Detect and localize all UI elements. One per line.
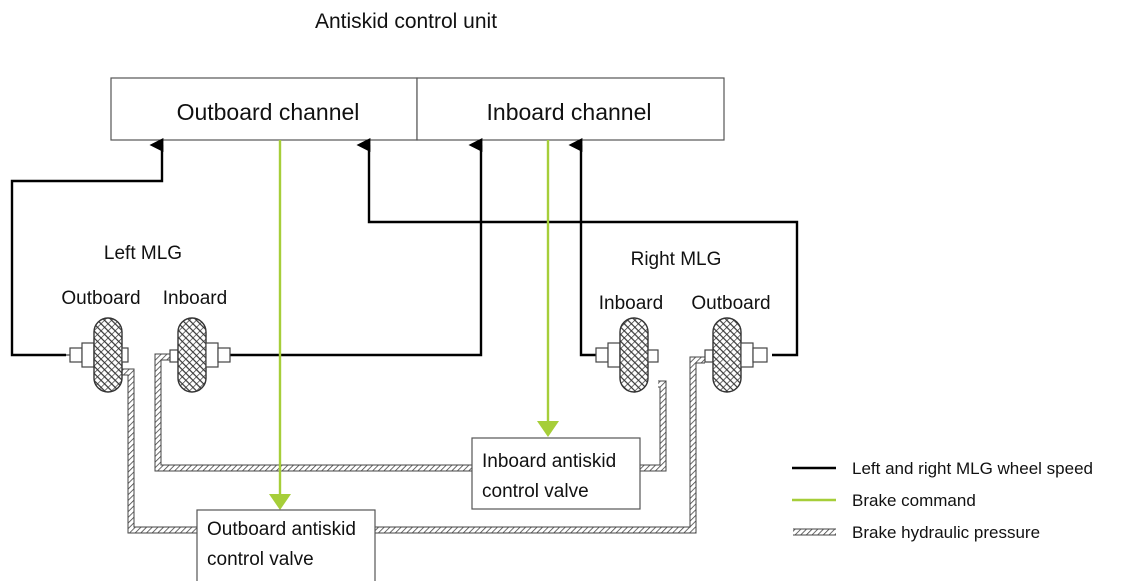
outboard-valve-label-line1: Outboard antiskid [207, 519, 356, 540]
wheel-speed-line-right-outboard [356, 138, 799, 357]
left-mlg-outboard-label: Outboard [61, 288, 140, 309]
left-mlg-inboard-label: Inboard [163, 288, 227, 309]
wheel-speed-line-right-inboard [568, 138, 596, 357]
wheel-right-outboard [704, 317, 768, 393]
wheel-speed-lines [10, 138, 799, 357]
brake-command-arrow-outboard [269, 494, 291, 510]
legend: Left and right MLG wheel speed Brake com… [792, 459, 1093, 542]
hydraulic-line-right-inboard [640, 380, 667, 472]
wheel-speed-line-left-inboard [230, 138, 483, 357]
right-mlg-outboard-label: Outboard [691, 293, 770, 314]
left-mlg-label: Left MLG [104, 243, 182, 264]
diagram-title: Antiskid control unit [315, 10, 497, 33]
outboard-channel-label: Outboard channel [177, 99, 360, 125]
inboard-valve-label-line2: control valve [482, 481, 589, 502]
outboard-valve-label-line2: control valve [207, 549, 314, 570]
wheel-left-outboard [66, 317, 129, 393]
wheel-speed-line-left-outboard [10, 138, 164, 357]
inboard-valve-label-line1: Inboard antiskid [482, 451, 616, 472]
wheel-left-inboard [169, 317, 231, 393]
legend-label-hydraulic: Brake hydraulic pressure [852, 523, 1040, 542]
inboard-channel-label: Inboard channel [487, 99, 652, 125]
inboard-channel-box [416, 77, 725, 141]
outboard-valve-box [196, 509, 376, 581]
hydraulic-line-left-outboard [122, 368, 205, 534]
outboard-channel-box [110, 77, 418, 141]
legend-label-brake-command: Brake command [852, 491, 976, 510]
inboard-valve-box [471, 437, 641, 510]
right-mlg-label: Right MLG [631, 249, 722, 270]
brake-command-lines [269, 140, 559, 510]
legend-label-wheel-speed: Left and right MLG wheel speed [852, 459, 1093, 478]
brake-command-arrow-inboard [537, 421, 559, 437]
right-mlg-inboard-label: Inboard [599, 293, 663, 314]
hydraulic-lines [122, 353, 705, 534]
wheel-right-inboard [595, 317, 659, 393]
